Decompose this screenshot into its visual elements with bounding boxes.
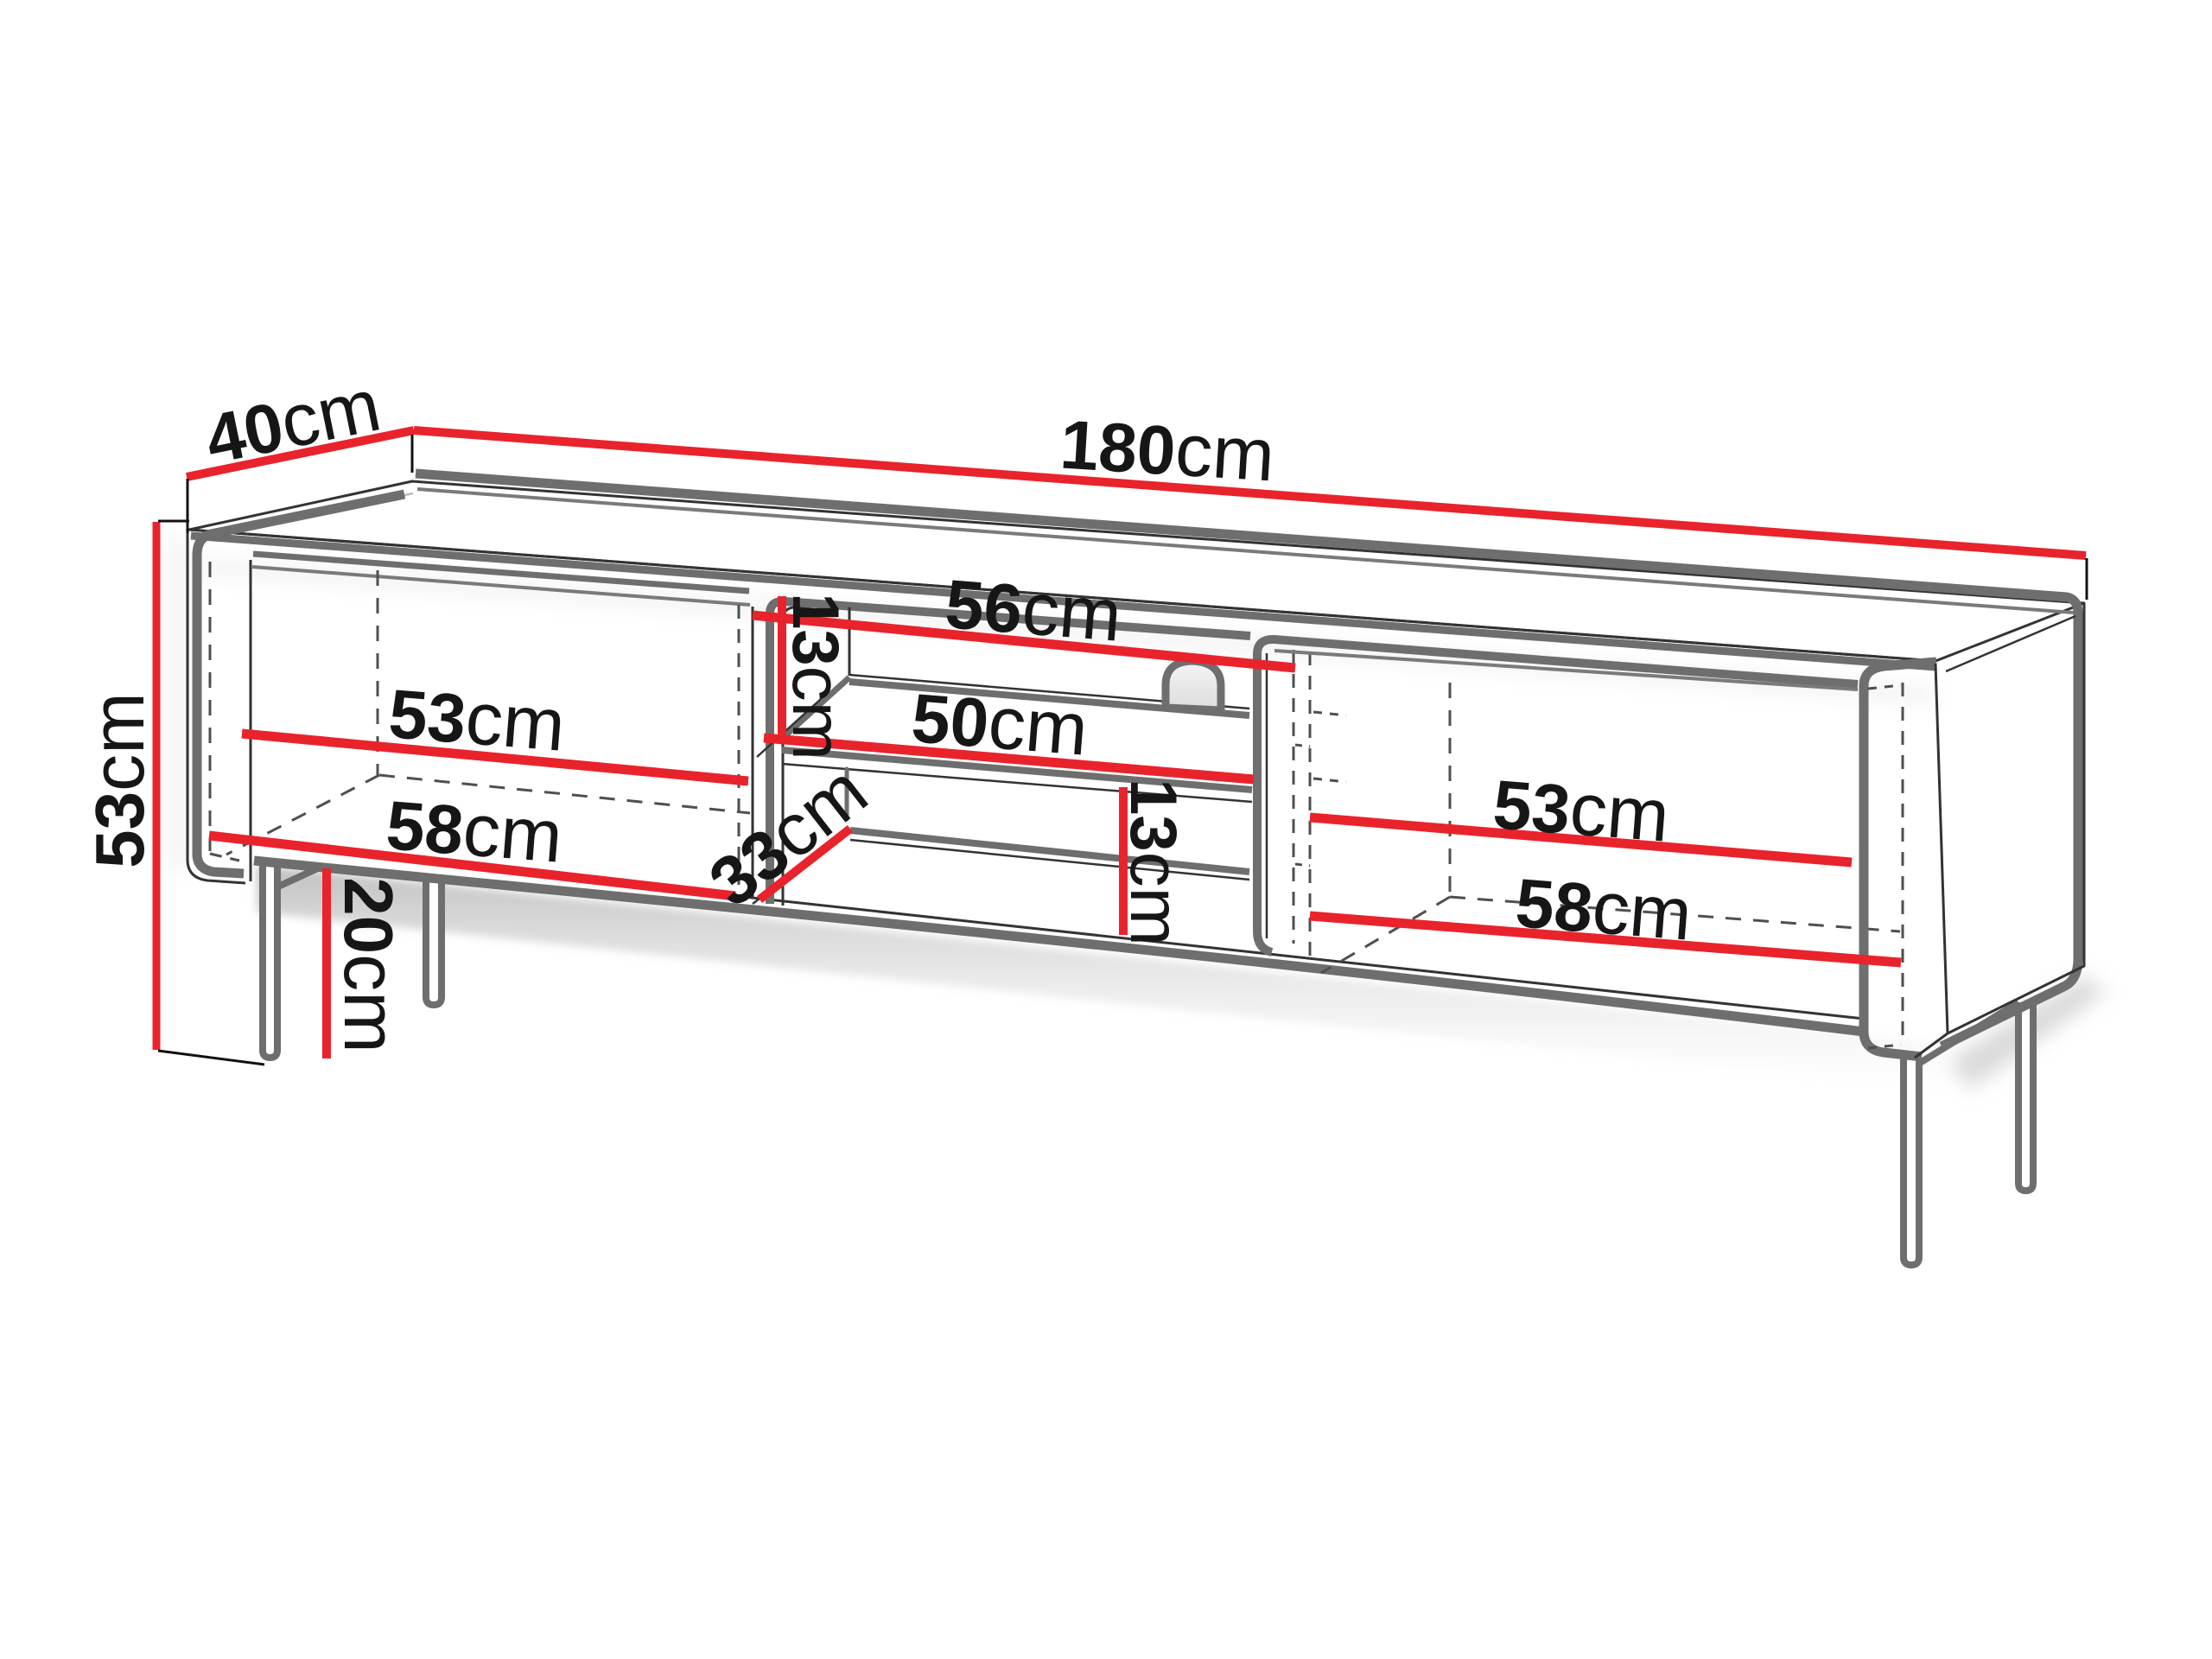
svg-text:56cm: 56cm <box>943 561 1125 658</box>
svg-text:180cm: 180cm <box>1058 402 1277 498</box>
svg-text:58cm: 58cm <box>1513 860 1695 957</box>
svg-text:53cm: 53cm <box>386 671 569 767</box>
svg-text:40cm: 40cm <box>198 364 387 480</box>
svg-text:53cm: 53cm <box>1491 761 1673 858</box>
svg-text:50cm: 50cm <box>909 675 1091 772</box>
svg-text:13cm: 13cm <box>1116 779 1194 946</box>
svg-text:13cm: 13cm <box>778 593 856 760</box>
svg-text:20cm: 20cm <box>328 877 411 1053</box>
svg-text:58cm: 58cm <box>384 782 566 879</box>
svg-text:53cm: 53cm <box>77 692 160 868</box>
